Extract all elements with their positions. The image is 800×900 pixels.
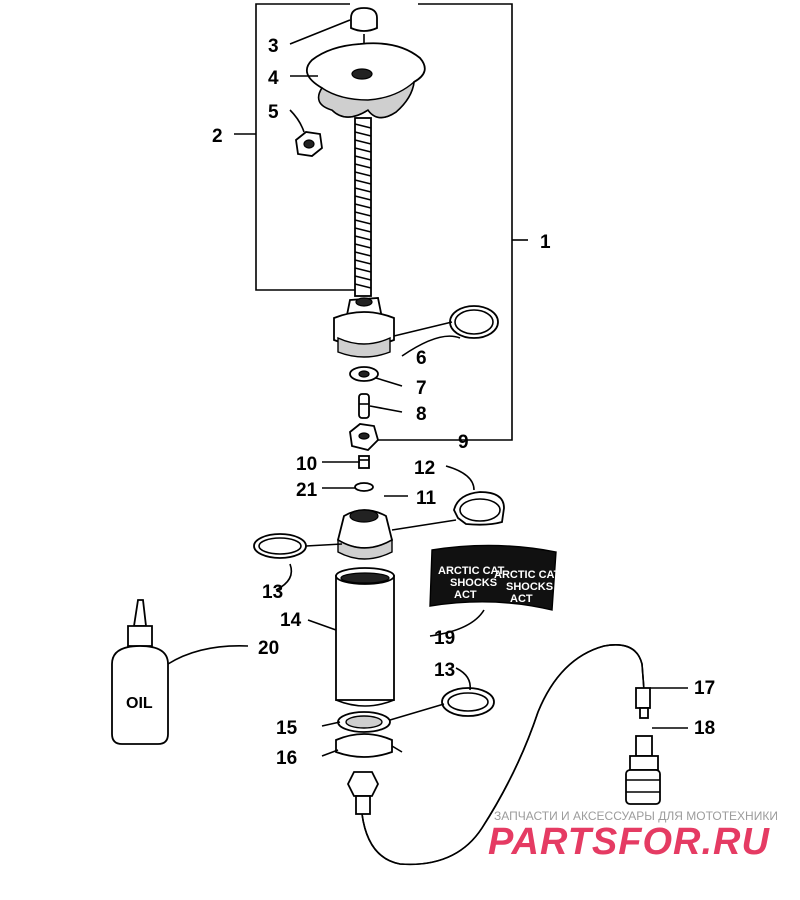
part-o-ring-6-inner — [454, 309, 494, 335]
callout-17: 17 — [694, 678, 715, 699]
callout-6: 6 — [416, 348, 427, 369]
callout-14: 14 — [280, 610, 302, 631]
bottle-label: OIL — [126, 695, 153, 712]
part-quick-coupler — [625, 735, 661, 805]
callout-1: 1 — [540, 232, 551, 253]
watermark: ЗАПЧАСТИ И АКСЕССУАРЫ ДЛЯ МОТОТЕХНИКИ PA… — [488, 809, 778, 863]
bracket-assembly-1 — [378, 3, 528, 441]
part-valve-core — [358, 455, 370, 469]
watermark-tagline: ЗАПЧАСТИ И АКСЕССУАРЫ ДЛЯ МОТОТЕХНИКИ — [494, 809, 778, 823]
part-star-knob — [305, 42, 426, 119]
callout-16: 16 — [276, 748, 297, 769]
part-hose-assembly — [346, 644, 645, 866]
decal-logo-left: ACT — [454, 589, 477, 601]
callout-10: 10 — [296, 454, 317, 475]
part-upper-body — [333, 297, 395, 358]
callout-4: 4 — [268, 68, 279, 89]
part-threaded-rod — [354, 117, 372, 297]
callout-12: 12 — [414, 458, 435, 479]
decal-line1-right: ARCTIC CAT — [494, 569, 561, 581]
leader-lines — [167, 19, 688, 757]
callout-5: 5 — [268, 102, 279, 123]
callout-11: 11 — [416, 488, 437, 509]
decal-line2-right: SHOCKS — [506, 581, 553, 593]
part-cap — [350, 7, 378, 62]
part-hex-nut-9 — [349, 423, 380, 451]
decal-logo-right: ACT — [510, 593, 533, 605]
part-bottom-cap — [337, 711, 391, 733]
callout-21: 21 — [296, 480, 318, 501]
decal-line2-left: SHOCKS — [450, 577, 497, 589]
callout-20: 20 — [258, 638, 279, 659]
watermark-brand: PARTSFOR.RU — [488, 821, 770, 863]
decal-line1-left: ARCTIC CAT — [438, 565, 505, 577]
callout-2: 2 — [212, 126, 223, 147]
callout-18: 18 — [694, 718, 715, 739]
callout-3: 3 — [268, 36, 279, 57]
part-pin — [358, 393, 370, 419]
callout-9: 9 — [458, 432, 469, 453]
callout-8: 8 — [416, 404, 427, 425]
part-small-o-ring — [354, 482, 374, 492]
part-oil-bottle: OIL — [111, 599, 169, 745]
callout-13-upper: 13 — [262, 582, 283, 603]
callout-15: 15 — [276, 718, 298, 739]
callout-7: 7 — [416, 378, 427, 399]
part-cylinder — [335, 567, 395, 707]
bracket-assembly-2 — [234, 3, 365, 291]
part-hose-end-fitting — [635, 687, 651, 719]
part-hex-nut-small — [295, 131, 323, 157]
callout-13-lower: 13 — [434, 660, 455, 681]
part-decal: ARCTIC CAT SHOCKS ACT ARCTIC CAT SHOCKS … — [429, 544, 561, 611]
part-snap-ring — [453, 491, 505, 526]
part-retaining-ring — [335, 733, 403, 758]
part-piston — [336, 509, 394, 560]
callout-19: 19 — [434, 628, 455, 649]
